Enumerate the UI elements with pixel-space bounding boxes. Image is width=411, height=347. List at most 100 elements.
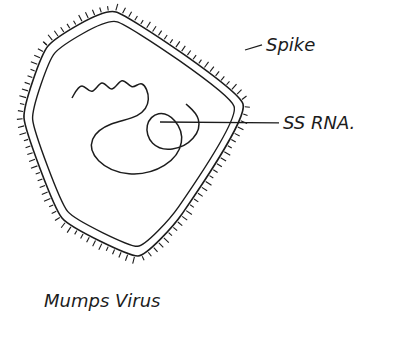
spike-line: [237, 90, 241, 94]
spike-line: [235, 133, 240, 136]
spike-line: [224, 152, 230, 156]
spike-line: [210, 176, 214, 178]
spike-line: [159, 243, 163, 248]
spike-line: [158, 31, 161, 36]
inner-envelope: [33, 21, 235, 246]
spike-line: [113, 250, 115, 255]
label-holder: Mumps Virus: [44, 290, 161, 312]
spike-line: [198, 193, 203, 196]
spike-line: [231, 140, 235, 142]
spike-line: [232, 84, 237, 89]
spike-line: [61, 27, 64, 32]
spike-line: [242, 96, 247, 99]
spike-line: [55, 217, 60, 220]
spike-line: [123, 8, 126, 14]
spike-line: [176, 41, 180, 47]
spike-line: [31, 62, 37, 65]
spike-line: [106, 247, 108, 251]
spike-line: [93, 241, 96, 247]
outer-envelope: [24, 12, 243, 256]
spike-line: [204, 62, 208, 68]
spike-line: [29, 159, 35, 161]
spike-line: [67, 24, 70, 28]
spike-line: [243, 114, 247, 115]
spike-line: [19, 133, 26, 135]
label-holder: Spike: [266, 34, 315, 56]
spike-line: [38, 49, 43, 52]
spike-line: [42, 192, 48, 194]
spike-line: [17, 118, 23, 120]
rna-strand: [72, 81, 199, 174]
spike-line: [182, 216, 187, 220]
spike-line: [24, 139, 28, 140]
spike-line: [36, 172, 40, 174]
spike-line: [221, 76, 224, 80]
spike-line: [213, 170, 217, 173]
spike-line: [38, 179, 43, 181]
spike-line: [92, 10, 94, 15]
spike-line: [85, 12, 88, 18]
spike-line: [133, 257, 135, 264]
spike-line: [18, 126, 24, 128]
spike-line: [28, 76, 33, 78]
spike-line: [238, 127, 244, 130]
spike-line: [27, 153, 32, 155]
spike-line: [210, 67, 214, 72]
spike-line: [147, 22, 151, 28]
spike-line: [18, 110, 23, 112]
spike-line: [20, 103, 24, 104]
spike-line: [142, 256, 144, 260]
spike-line: [43, 42, 47, 45]
spike-line: [141, 20, 143, 24]
spike-line: [227, 81, 230, 84]
spike-line: [170, 39, 173, 43]
spike-line: [173, 227, 177, 230]
spike-line: [154, 248, 158, 252]
spike-line: [81, 234, 83, 238]
spike-line: [125, 255, 127, 261]
spike-line: [61, 223, 65, 228]
spike-line: [199, 60, 202, 64]
label-holder: SS RNA.: [283, 112, 355, 134]
spike-line: [194, 199, 198, 202]
spike-line: [34, 55, 40, 58]
spike-line: [107, 6, 109, 10]
figure-caption: Mumps Virus: [44, 290, 161, 311]
spike-line: [169, 233, 172, 236]
leader-line: [245, 45, 262, 50]
spike-line: [99, 244, 102, 250]
spike-line: [26, 146, 31, 148]
spike-line: [79, 15, 82, 21]
spike-line: [190, 205, 194, 208]
spike-line: [135, 16, 138, 20]
spike-line: [216, 71, 220, 75]
spike-line: [217, 164, 222, 167]
spike-line: [116, 4, 118, 11]
spike-line: [164, 238, 169, 243]
spike-line: [100, 8, 102, 13]
spike-line: [206, 181, 212, 185]
part-label: SS RNA.: [283, 112, 355, 133]
spike-line: [75, 231, 77, 235]
spike-line: [193, 55, 196, 59]
spike-line: [164, 35, 167, 39]
spike-line: [221, 158, 226, 161]
spike-line: [19, 96, 26, 98]
leader-line: [160, 121, 279, 123]
spike-line: [54, 31, 58, 36]
spike-line: [129, 12, 132, 17]
spike-line: [245, 106, 250, 108]
spike-line: [48, 35, 52, 40]
spike-line: [228, 146, 232, 148]
spike-line: [31, 69, 35, 71]
spike-line: [74, 21, 76, 25]
spike-line: [31, 166, 37, 168]
spike-line: [22, 89, 28, 91]
spike-group: [17, 4, 250, 264]
spike-line: [87, 237, 90, 242]
spike-line: [178, 222, 182, 226]
spike-line: [52, 211, 57, 213]
part-label: Spike: [266, 34, 315, 55]
spike-line: [67, 227, 71, 233]
